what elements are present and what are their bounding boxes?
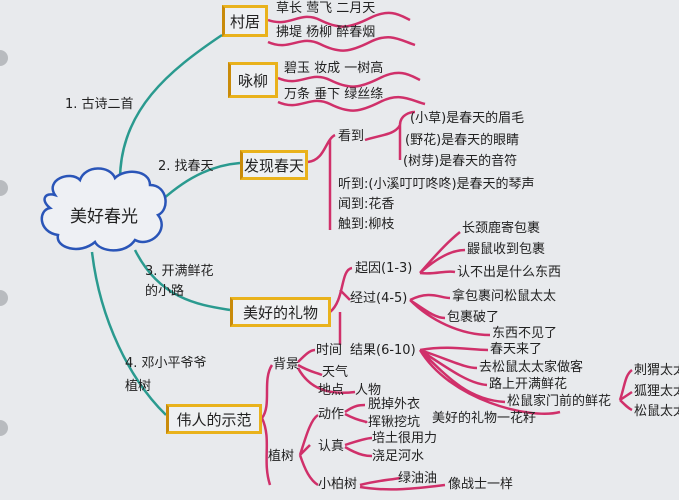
cypress-lines (359, 476, 446, 491)
background-lines (296, 348, 356, 394)
poem-box: 村居 (222, 5, 268, 37)
node: 长颈鹿寄包裹 (462, 221, 541, 236)
action-lines (344, 403, 368, 424)
node: 小柏树 (318, 477, 358, 492)
node: 时间 (316, 343, 343, 358)
node: 鼹鼠收到包裹 (467, 242, 546, 257)
node: 绿油油 (398, 471, 438, 486)
node: 认不出是什么东西 (457, 265, 562, 280)
node: 植树 (268, 449, 295, 464)
see-bracket (364, 110, 416, 160)
node: 起因(1-3) (355, 261, 413, 276)
branch-label: 4. 邓小平爷爷植树 (125, 356, 207, 395)
node: 美好的礼物一花籽 (432, 411, 537, 426)
branch-line-3 (133, 249, 231, 312)
binder-hole (0, 290, 8, 306)
poem-underline (277, 95, 426, 112)
poem-line: 草长 莺飞 二月天 (276, 1, 376, 16)
node: 去松鼠太太家做客 (479, 360, 584, 375)
model-bracket (260, 364, 274, 486)
poem-underline (267, 35, 416, 52)
node: 动作 (318, 407, 345, 422)
branch-line-2 (161, 161, 241, 201)
poem-box: 咏柳 (228, 62, 278, 98)
node: (小草)是春天的眉毛 (410, 111, 525, 126)
node: 认真 (318, 439, 345, 454)
node: 东西不见了 (492, 326, 558, 341)
node: 路上开满鲜花 (489, 377, 568, 392)
binder-hole (0, 50, 8, 66)
branch-label: 3. 开满鲜花的小路 (145, 264, 214, 299)
node: 听到:(小溪叮叮咚咚)是春天的琴声 (338, 177, 535, 192)
poem-line: 万条 垂下 绿丝绦 (284, 87, 384, 102)
poem-underline (277, 71, 421, 88)
node: 春天来了 (490, 342, 543, 357)
cause-lines (419, 231, 466, 275)
discover-bracket (307, 133, 336, 230)
node: 刺猬太太 (634, 363, 679, 378)
node: (树芽)是春天的音符 (403, 154, 518, 169)
topic-box: 伟人的示范 (166, 404, 262, 434)
branch-line-1 (118, 33, 223, 181)
binder-hole (0, 420, 8, 436)
node: 浇足河水 (372, 449, 425, 464)
poem-line: 碧玉 妆成 一树高 (284, 61, 384, 76)
process-lines (409, 293, 491, 337)
node: (野花)是春天的眼睛 (405, 133, 520, 148)
node: 培土很用力 (372, 431, 438, 446)
binder-hole (0, 180, 8, 196)
poem-underline (267, 11, 411, 28)
branch-line-4 (90, 251, 167, 416)
node: 地点 (318, 383, 345, 398)
central-topic: 美好春光 (70, 206, 138, 227)
node: 经过(4-5) (350, 291, 408, 306)
gift-bracket (329, 266, 353, 345)
topic-box: 美好的礼物 (230, 297, 331, 327)
node: 挥锹挖坑 (368, 415, 421, 430)
node: 拿包裹问松鼠太太 (452, 289, 557, 304)
node: 包裹破了 (447, 310, 500, 325)
node: 松鼠太太 (634, 404, 679, 419)
node: 人物 (355, 383, 382, 398)
branch-label: 1. 古诗二首 (65, 97, 134, 112)
serious-lines (344, 436, 373, 458)
branch-label: 2. 找春天 (158, 159, 214, 174)
node: 狐狸太太 (634, 384, 679, 399)
node: 像战士一样 (448, 477, 514, 492)
node: 天气 (322, 365, 349, 380)
node: 脱掉外衣 (368, 397, 421, 412)
node: 松鼠家门前的鲜花 (507, 394, 612, 409)
poem-line: 拂堤 杨柳 醉春烟 (276, 25, 376, 40)
others-bracket (618, 368, 633, 412)
node: 闻到:花香 (338, 197, 395, 212)
topic-box: 发现春天 (240, 150, 308, 180)
node: 背景 (273, 357, 300, 372)
node: 触到:柳枝 (338, 217, 395, 232)
node: 看到 (338, 129, 365, 144)
node: 结果(6-10) (350, 343, 416, 358)
planting-bracket (298, 413, 319, 487)
result-lines (418, 346, 561, 415)
